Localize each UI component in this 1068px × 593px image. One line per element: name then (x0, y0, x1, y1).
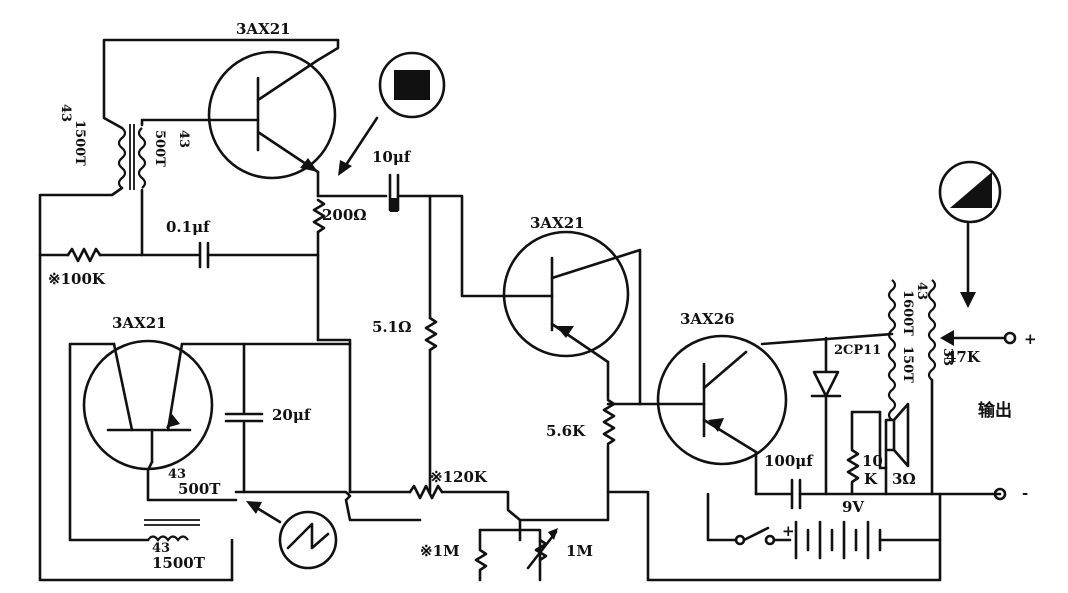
label-q4: 3AX26 (680, 310, 735, 328)
label-t2-bottom-turns: 43 (152, 541, 170, 556)
transistor-q1 (207, 38, 340, 180)
label-r-10k-b: K (864, 470, 878, 488)
transistor-q3 (68, 339, 352, 542)
label-plus-terminal: + (1024, 330, 1037, 348)
label-c-20uf: 20μf (272, 406, 312, 424)
waveform-icon-ramp (938, 160, 1002, 308)
transformer-t1 (117, 124, 147, 190)
label-pot-47k: 47K (946, 348, 981, 366)
label-r-200: 200Ω (322, 206, 367, 224)
waveform-icon-square (338, 51, 446, 176)
transistor-q2 (502, 230, 642, 406)
potentiometer-1m (474, 528, 558, 582)
wires-top (38, 38, 388, 582)
label-c-100uf: 100μf (764, 452, 814, 470)
label-q1: 3AX21 (236, 20, 291, 38)
label-speaker: 3Ω (892, 470, 916, 488)
transistor-q4 (638, 332, 894, 496)
label-t1-primary-count: 1500T (72, 120, 87, 166)
label-t1-secondary-count: 500T (152, 130, 167, 167)
label-diode: 2CP11 (834, 343, 881, 358)
capacitor-10uf (388, 173, 554, 298)
label-t3-turns-a: 43 (914, 282, 929, 300)
capacitor-20uf (224, 338, 352, 494)
label-r-1m-pot: 1M (566, 542, 593, 560)
label-output: 输出 (978, 400, 1012, 421)
label-t3-count-b: 150T (900, 346, 915, 383)
label-t3-count-a: 1600T (900, 290, 915, 336)
label-t1-primary-turns: 43 (58, 104, 73, 122)
label-battery-minus: - (892, 530, 898, 548)
label-c-10uf: 10μf (372, 148, 412, 166)
label-t1-secondary-turns: 43 (176, 130, 191, 148)
wires-right (606, 279, 1017, 582)
resistor-120k (234, 484, 522, 542)
waveform-icon-sawtooth (246, 501, 338, 570)
label-battery-plus: + (782, 522, 795, 540)
resistor-5-1-ohm (424, 194, 438, 494)
label-r-1m-fixed: ※1M (420, 542, 460, 560)
transformer-t2 (144, 460, 238, 582)
resistor-5-6k (518, 360, 642, 522)
label-t2-top-turns: 43 (168, 467, 186, 482)
label-r-51: 5.1Ω (372, 318, 411, 336)
label-q3: 3AX21 (112, 314, 167, 332)
label-r-120k: ※120K (430, 468, 488, 486)
label-minus-terminal: - (1022, 484, 1028, 502)
label-t2-top-count: 500T (178, 480, 221, 498)
label-q2: 3AX21 (530, 214, 585, 232)
label-c-01uf: 0.1μf (166, 218, 211, 236)
label-r-10k-a: 10 (862, 452, 883, 470)
label-battery: 9V (842, 498, 864, 516)
label-r-56k: 5.6K (546, 422, 586, 440)
label-t2-bottom-count: 1500T (152, 554, 206, 572)
label-t3-turns-b: 33 (940, 348, 955, 366)
label-r-100k: ※100K (48, 270, 106, 288)
